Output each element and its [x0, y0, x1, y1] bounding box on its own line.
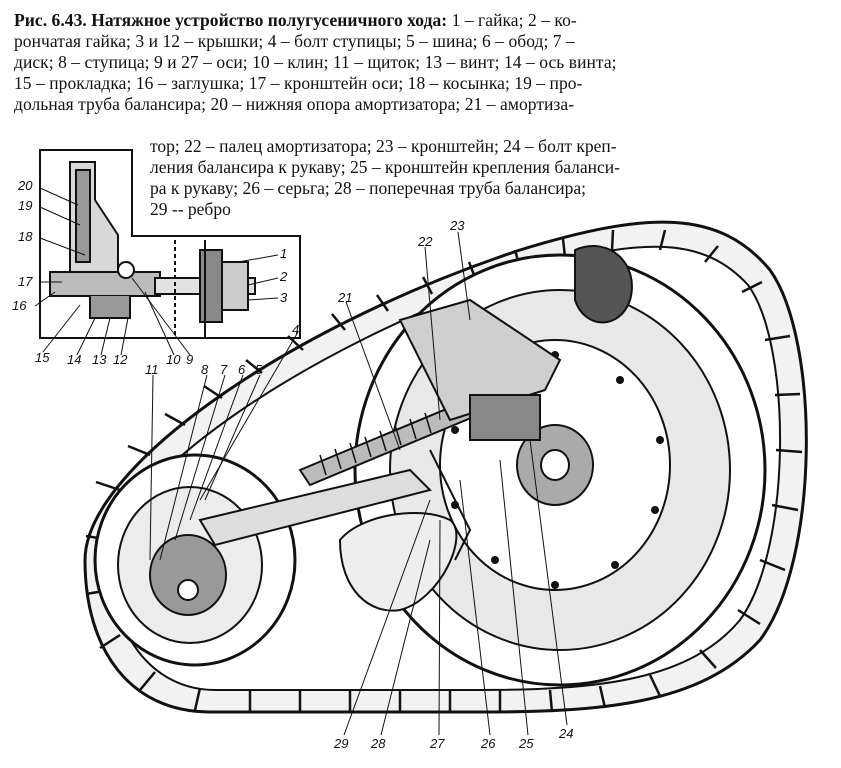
inset-bracket [49, 271, 161, 297]
figure-caption-indented: тор; 22 – палец амортизатора; 23 – кронш… [150, 136, 826, 220]
balancer-tube [198, 468, 432, 547]
inset-leaders [34, 187, 279, 356]
caption-line-5: дольная труба балансира; 20 – нижняя опо… [14, 94, 575, 114]
large-wheel-axle [540, 449, 570, 481]
label-6: 6 [238, 362, 246, 377]
label-3: 3 [280, 290, 288, 305]
label-14: 14 [67, 352, 81, 367]
leader-27 [438, 519, 441, 736]
leader-22 [424, 246, 441, 421]
main-leaders [149, 231, 568, 736]
label-8: 8 [201, 362, 209, 377]
leader-8 [159, 374, 208, 561]
caption-line-4: 15 – прокладка; 16 – заглушка; 17 – крон… [14, 73, 583, 93]
shackle [429, 449, 472, 561]
caption-line-6: тор; 22 – палец амортизатора; 23 – кронш… [150, 136, 617, 156]
leader-4 [199, 331, 299, 501]
caption-line-2: рончатая гайка; 3 и 12 – крышки; 4 – бол… [14, 31, 575, 51]
leader-21 [345, 301, 401, 451]
caption-line-8: ра к рукаву; 26 – серьга; 28 – поперечна… [150, 178, 586, 198]
label-15: 15 [35, 350, 50, 365]
label-2: 2 [279, 269, 288, 284]
caption-line-3: диск; 8 – ступица; 9 и 27 – оси; 10 – кл… [14, 52, 617, 72]
track-links [85, 229, 803, 713]
inset-hub [199, 249, 223, 323]
caption-line-7: ления балансира к рукаву; 25 – кронштейн… [150, 157, 620, 177]
leader-9 [131, 277, 191, 356]
leader-1 [237, 254, 279, 263]
leader-25 [499, 459, 529, 736]
bracket-block [469, 394, 541, 441]
label-10: 10 [166, 352, 181, 367]
leader-2 [247, 277, 279, 286]
leader-28 [380, 539, 431, 736]
leader-11 [149, 374, 154, 561]
label-12: 12 [113, 352, 128, 367]
label-23: 23 [449, 218, 465, 233]
label-11: 11 [145, 362, 159, 377]
main-label-group: 4 11 8 7 6 5 21 22 23 29 28 27 26 25 24 [145, 218, 573, 751]
inset-pin [117, 261, 135, 279]
leader-14 [76, 317, 96, 356]
label-16: 16 [12, 298, 27, 313]
small-wheel-axle [177, 579, 199, 601]
label-5: 5 [255, 362, 263, 377]
label-7: 7 [220, 362, 228, 377]
leader-18 [39, 237, 86, 256]
inset-screw [89, 296, 131, 319]
leader-16 [34, 291, 56, 307]
inset-detail [39, 149, 301, 339]
leader-19 [39, 206, 81, 226]
leader-7 [174, 374, 226, 541]
small-wheel [93, 453, 297, 667]
leader-20 [39, 187, 79, 206]
label-17: 17 [18, 274, 33, 289]
label-25: 25 [518, 736, 534, 751]
inset-frame [39, 149, 301, 339]
small-wheel-hub [149, 534, 227, 616]
cross-tube [338, 511, 458, 612]
balancer-assembly [198, 298, 562, 612]
label-1: 1 [280, 246, 287, 261]
label-21: 21 [337, 290, 352, 305]
leader-6 [189, 374, 244, 521]
caption-line-9: 29 -- ребро [150, 199, 231, 219]
label-24: 24 [558, 726, 573, 741]
inset-nut [221, 261, 249, 311]
label-26: 26 [480, 736, 496, 751]
figure-caption: Рис. 6.43. Натяжное устройство полугусен… [14, 10, 826, 115]
label-13: 13 [92, 352, 107, 367]
leader-24 [529, 439, 568, 726]
leader-3 [247, 297, 279, 301]
leader-13 [100, 317, 111, 356]
leader-29 [343, 499, 431, 736]
label-19: 19 [18, 198, 32, 213]
leader-5 [204, 374, 261, 501]
leader-26 [459, 479, 491, 736]
label-28: 28 [370, 736, 386, 751]
label-27: 27 [429, 736, 445, 751]
label-9: 9 [186, 352, 193, 367]
inset-tube-core [75, 169, 91, 263]
inset-label-group: 20 19 18 17 16 15 14 13 12 10 9 1 2 3 [12, 178, 288, 367]
leader-12 [120, 317, 129, 356]
track-guide-horn [574, 245, 633, 324]
shock-spring [319, 412, 432, 476]
label-4: 4 [292, 322, 299, 337]
label-22: 22 [417, 234, 433, 249]
leader-23 [457, 231, 471, 321]
bracket [398, 298, 562, 422]
caption-line-1: Рис. 6.43. Натяжное устройство полугусен… [14, 10, 826, 31]
label-20: 20 [17, 178, 33, 193]
leader-15 [42, 304, 81, 353]
caption-line-1-rest: 1 – гайка; 2 – ко- [447, 10, 577, 30]
label-29: 29 [333, 736, 348, 751]
label-18: 18 [18, 229, 33, 244]
caption-title: Рис. 6.43. Натяжное устройство полугусен… [14, 10, 448, 30]
